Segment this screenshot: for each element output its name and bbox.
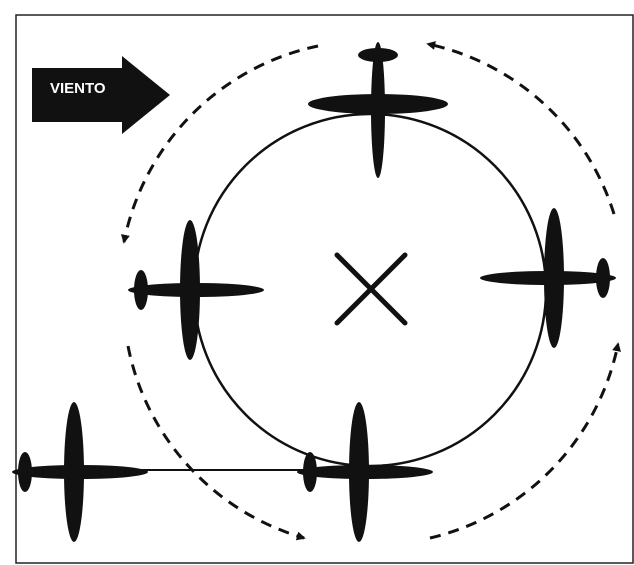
x-mark-icon	[337, 255, 405, 323]
airplane-icon	[12, 402, 148, 542]
airplane-icon	[128, 220, 264, 360]
airplane-icon	[480, 208, 616, 348]
dashed-arrow-top-right	[428, 44, 614, 214]
airplane-icon	[308, 42, 448, 178]
dashed-arrow-top-left	[124, 46, 318, 242]
wind-label: VIENTO	[50, 80, 106, 97]
wind-arrow-icon: VIENTO	[32, 56, 170, 134]
airplane-icon	[297, 402, 433, 542]
